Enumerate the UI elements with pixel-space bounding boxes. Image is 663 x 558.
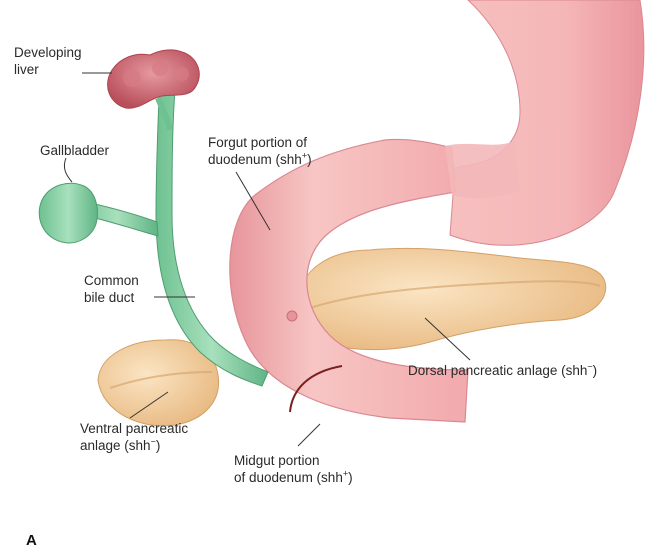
label-dorsal-close: ) (593, 363, 598, 378)
panel-letter: A (26, 532, 37, 549)
label-midgut-line2: of duodenum (shh+) (234, 469, 353, 486)
label-dorsal-text: Dorsal pancreatic anlage (shh (408, 363, 587, 378)
ampulla (287, 311, 297, 321)
label-midgut-duodenum: Midgut portion of duodenum (shh+) (234, 452, 353, 486)
label-liver: liver (14, 61, 82, 78)
gallbladder (39, 183, 97, 243)
label-forgut-close: ) (307, 152, 312, 167)
label-bile-duct: bile duct (84, 289, 139, 306)
label-ventral-line1: Ventral pancreatic (80, 420, 188, 437)
label-developing-liver: Developing liver (14, 44, 82, 78)
label-ventral-text: anlage (shh (80, 438, 151, 453)
label-forgut-line2: duodenum (shh+) (208, 151, 312, 168)
label-midgut-line1: Midgut portion (234, 452, 353, 469)
label-forgut-line1: Forgut portion of (208, 134, 312, 151)
stomach (450, 0, 644, 245)
label-common-bile-duct: Common bile duct (84, 272, 139, 306)
label-midgut-text: of duodenum (shh (234, 470, 343, 485)
label-gallbladder: Gallbladder (40, 142, 109, 159)
label-developing: Developing (14, 44, 82, 61)
label-gallbladder-text: Gallbladder (40, 143, 109, 158)
label-midgut-close: ) (348, 470, 353, 485)
label-dorsal-pancreatic-anlage: Dorsal pancreatic anlage (shh−) (408, 362, 597, 379)
label-ventral-line2: anlage (shh−) (80, 437, 188, 454)
label-forgut-duodenum: Forgut portion of duodenum (shh+) (208, 134, 312, 168)
label-common: Common (84, 272, 139, 289)
midgut-leader (298, 424, 320, 446)
label-ventral-close: ) (156, 438, 161, 453)
label-forgut-text: duodenum (shh (208, 152, 302, 167)
label-ventral-pancreatic-anlage: Ventral pancreatic anlage (shh−) (80, 420, 188, 454)
